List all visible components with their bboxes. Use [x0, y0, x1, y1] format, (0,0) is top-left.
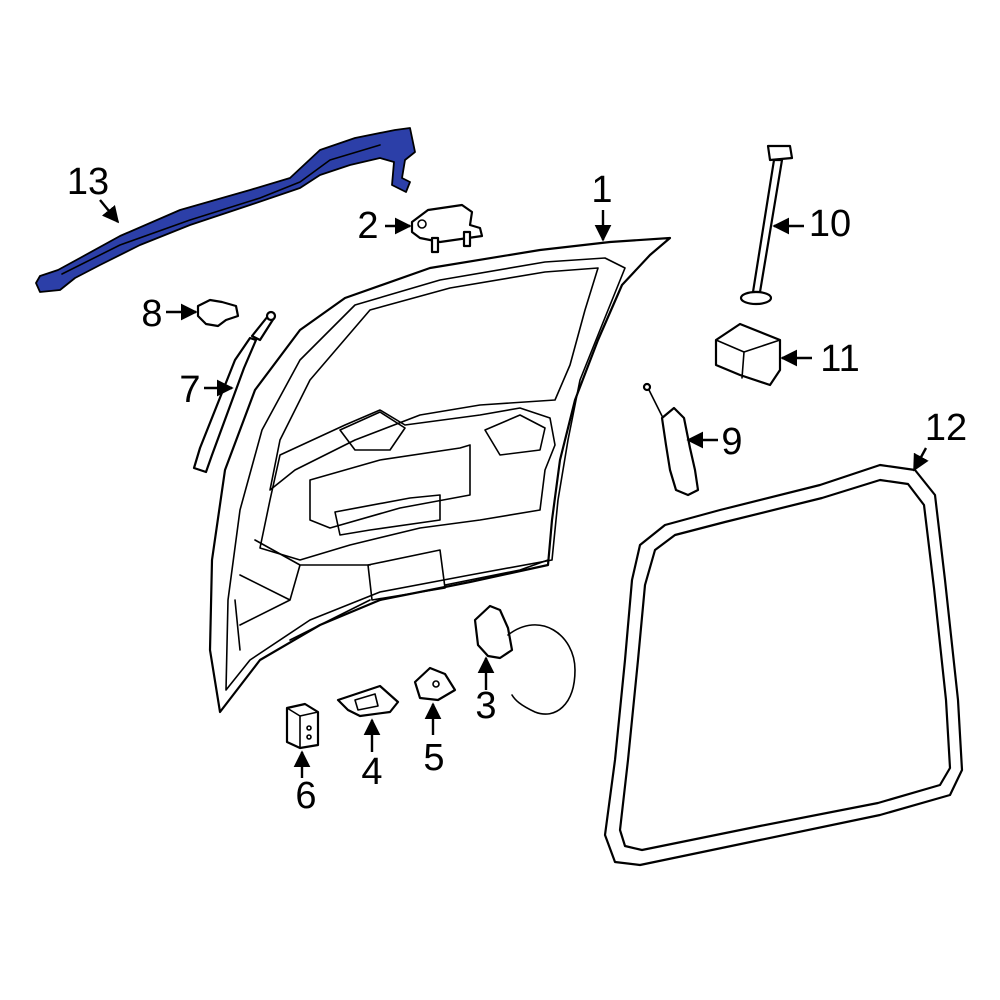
part-13-body [35, 127, 416, 293]
part-1-handle-recess [334, 494, 441, 536]
callout-4[interactable]: 4 [361, 751, 382, 793]
part-5-striker[interactable] [413, 666, 457, 702]
callout-12[interactable]: 12 [925, 407, 967, 449]
callout-6[interactable]: 6 [295, 775, 316, 817]
part-1-inner-frame [225, 257, 626, 691]
part-9-body [660, 406, 700, 497]
part-1-outer [208, 236, 672, 714]
part-1-license-area [367, 549, 446, 601]
part-3-cable [507, 624, 576, 715]
part-13-spoiler[interactable] [35, 127, 416, 293]
callout-2[interactable]: 2 [357, 205, 378, 247]
callout-3[interactable]: 3 [475, 685, 496, 727]
part-13-edge [61, 144, 381, 275]
callout-11[interactable]: 11 [820, 338, 859, 380]
part-9-actuator[interactable] [642, 382, 700, 497]
part-4-body [336, 684, 400, 718]
leader-12 [912, 447, 929, 472]
part-8-body [196, 298, 240, 328]
callout-5[interactable]: 5 [423, 737, 444, 779]
part-10-base [739, 290, 773, 306]
part-2-bolt-b [462, 230, 472, 248]
part-9-rod-end [642, 382, 652, 392]
part-2-hole [417, 219, 427, 229]
part-6-pin-b [306, 734, 312, 740]
part-4-bracket[interactable] [336, 684, 400, 718]
part-11-edge [715, 339, 781, 379]
part-11-control-module[interactable] [714, 322, 782, 387]
part-1-lower-ribs [234, 539, 549, 651]
part-6-switch[interactable] [285, 702, 320, 750]
part-12-inner [618, 478, 952, 852]
part-10-top-cap [766, 144, 794, 162]
part-1-panel-upper [259, 407, 556, 561]
leader-13 [99, 199, 120, 224]
leader-lines [99, 199, 929, 778]
callout-13[interactable]: 13 [67, 161, 109, 203]
part-7-cylinder [192, 336, 258, 474]
part-11-body [714, 322, 782, 387]
part-12-weatherstrip[interactable] [603, 463, 964, 867]
part-1-panel-recess [309, 444, 471, 529]
part-6-pin-a [306, 725, 312, 731]
part-3-latch[interactable] [473, 604, 576, 715]
part-1-side-rib [339, 411, 546, 456]
part-7-end-fitting [265, 310, 277, 322]
part-1-window-opening [269, 267, 599, 491]
callout-8[interactable]: 8 [141, 293, 162, 335]
part-6-face [286, 707, 319, 749]
callout-10[interactable]: 10 [809, 203, 851, 245]
part-7-support-strut[interactable] [192, 310, 277, 474]
part-10-strap[interactable] [739, 144, 794, 306]
part-1-liftgate[interactable] [208, 236, 672, 714]
part-2-bolt-a [430, 236, 440, 254]
part-3-body [473, 604, 514, 660]
part-2-body [410, 203, 484, 244]
callout-9[interactable]: 9 [721, 421, 742, 463]
callout-1[interactable]: 1 [591, 169, 612, 211]
part-5-body [413, 666, 457, 702]
part-5-hole [432, 680, 440, 688]
callout-7[interactable]: 7 [179, 369, 200, 411]
part-2-hinge[interactable] [410, 203, 484, 254]
part-8-fastener[interactable] [196, 298, 240, 328]
part-4-tab [354, 693, 379, 711]
callout-numbers: 1 2 3 4 5 6 7 8 9 10 11 12 13 [67, 161, 967, 817]
